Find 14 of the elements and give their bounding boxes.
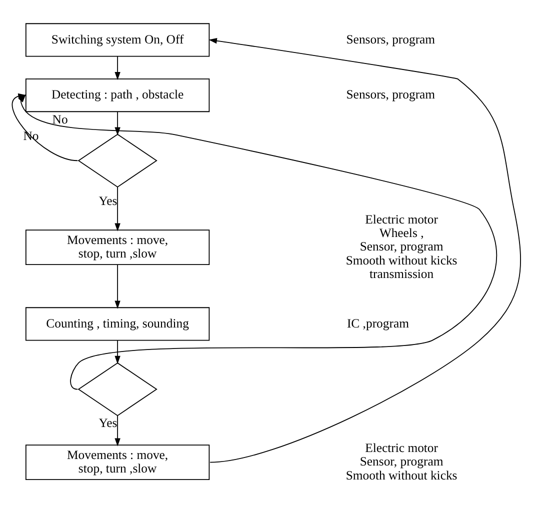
label: Sensor, program [360,454,444,469]
label: Sensor, program [360,240,444,254]
label: IC ,program [346,316,409,330]
label: Sensors, program [346,88,436,102]
label: Smooth without kicks [346,253,458,268]
label: transmission [369,266,434,281]
label: Sensors, program [346,32,436,46]
label: Wheels , [379,226,424,240]
label: Smooth without kicks [346,468,458,482]
label: Electric motor [365,212,438,226]
edge-label: Yes [98,416,118,430]
edge-label: Yes [98,194,118,208]
edge-label: No [52,112,68,127]
label: Electric motor [365,441,438,456]
